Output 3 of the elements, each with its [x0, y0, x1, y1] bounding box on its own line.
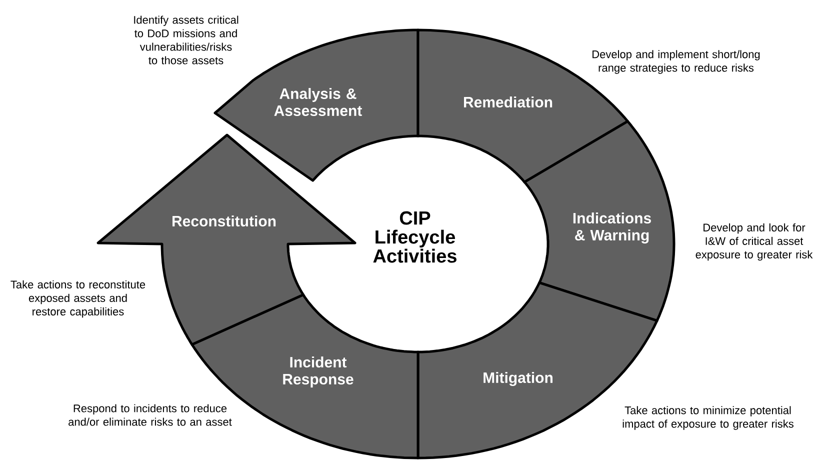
cycle-segment: Indications & Warning	[523, 120, 676, 322]
center-title: CIP Lifecycle Activities	[373, 211, 456, 263]
description-text: Develop and look for I&W of critical asset exposure to greater risk	[696, 223, 813, 261]
